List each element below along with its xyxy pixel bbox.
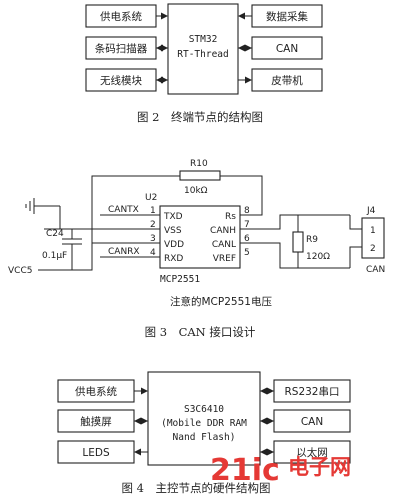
- figure-4-main-control-node: S3C6410 (Mobile DDR RAM Nand Flash) 供电系统…: [57, 371, 351, 495]
- pin-num-2: 2: [150, 220, 156, 230]
- pin-num-5: 5: [244, 248, 250, 258]
- touchscreen-label: 触摸屏: [80, 415, 112, 428]
- figure-3-can-interface: R10 10kΩ U2 TXD VSS VDD RXD Rs CANH CANL…: [8, 159, 385, 339]
- wire-j4-2: [349, 246, 362, 268]
- c24-value: 0.1μF: [42, 251, 67, 261]
- wire-cap-top: [59, 206, 73, 239]
- pin-rxd: RXD: [164, 254, 183, 264]
- figure-3-caption: 图 3 CAN 接口设计: [145, 325, 256, 339]
- power-system-label-2: 供电系统: [75, 385, 117, 398]
- pin-canl: CANL: [212, 240, 236, 250]
- power-system-label: 供电系统: [100, 10, 142, 23]
- mobile-ddr-label: (Mobile DDR RAM: [161, 418, 247, 429]
- pin-vss: VSS: [164, 226, 182, 236]
- wire-j4-1: [349, 215, 362, 230]
- pin-num-3: 3: [150, 234, 156, 244]
- wire-r10-left: [91, 175, 180, 222]
- j4-connector: [361, 217, 385, 259]
- belt-conveyor-block: [251, 68, 323, 92]
- j4-pin-1: 1: [370, 226, 376, 236]
- rtthread-label: RT-Thread: [177, 49, 228, 60]
- ethernet-label: 以太网: [296, 446, 328, 459]
- c24-label: C24: [46, 229, 64, 239]
- can-label-2: CAN: [301, 416, 323, 428]
- wire-r10-right-rs: [220, 175, 263, 216]
- mcp2551-chip: [159, 205, 241, 269]
- vcc-label: VCC5: [8, 266, 32, 276]
- can-label: CAN: [276, 43, 298, 55]
- barcode-scanner-label: 条码扫描器: [95, 42, 148, 55]
- pin-num-4: 4: [150, 248, 156, 258]
- r9-resistor: [292, 231, 304, 253]
- pin-num-1: 1: [150, 206, 156, 216]
- pin-rs: Rs: [225, 212, 236, 222]
- nand-flash-label: Nand Flash): [173, 432, 236, 443]
- pin-vdd: VDD: [164, 240, 184, 250]
- r9-label: R9: [306, 235, 318, 245]
- stm32-label: STM32: [189, 34, 218, 45]
- wire-canh: [240, 214, 350, 230]
- u2-label: U2: [145, 193, 157, 203]
- pin-canh: CANH: [210, 226, 236, 236]
- voltage-note: 注意的MCP2551电压: [170, 295, 272, 308]
- watermark-cn: 电子网: [288, 455, 351, 479]
- r10-value: 10kΩ: [184, 186, 208, 196]
- figure-2-caption: 图 2 终端节点的结构图: [137, 110, 263, 124]
- wire-canl: [240, 242, 350, 269]
- j4-pin-2: 2: [370, 244, 376, 254]
- r9-value: 120Ω: [306, 252, 330, 262]
- leds-label: LEDS: [82, 447, 110, 459]
- figure-2-terminal-node: STM32 RT-Thread 供电系统 条码扫描器 无线模块 数据采集 CAN…: [85, 3, 323, 124]
- rs232-label: RS232串口: [284, 386, 339, 398]
- wireless-module-label: 无线模块: [100, 74, 142, 87]
- pin-vref: VREF: [213, 254, 236, 264]
- pin-num-8: 8: [244, 206, 250, 216]
- s3c6410-label: S3C6410: [184, 404, 224, 415]
- wire-vcc5: [38, 243, 93, 271]
- pin-num-6: 6: [244, 234, 250, 244]
- belt-conveyor-label: 皮带机: [271, 74, 303, 87]
- net-canrx: CANRX: [108, 247, 140, 257]
- can-connector-label: CAN: [366, 265, 385, 275]
- chip-name: MCP2551: [160, 274, 200, 285]
- stm32-block: [167, 3, 239, 95]
- r10-resistor: [179, 170, 221, 181]
- net-cantx: CANTX: [108, 205, 139, 215]
- figure-4-caption: 图 4 主控节点的硬件结构图: [122, 481, 271, 495]
- j4-label: J4: [366, 206, 376, 216]
- pin-num-7: 7: [244, 220, 250, 230]
- data-acquisition-label: 数据采集: [266, 10, 308, 23]
- s3c6410-block: [147, 371, 261, 466]
- watermark-logo: 21ic 电子网: [210, 453, 351, 488]
- r10-label: R10: [190, 159, 208, 169]
- watermark-brand: 21ic: [210, 453, 280, 488]
- pin-txd: TXD: [163, 212, 183, 222]
